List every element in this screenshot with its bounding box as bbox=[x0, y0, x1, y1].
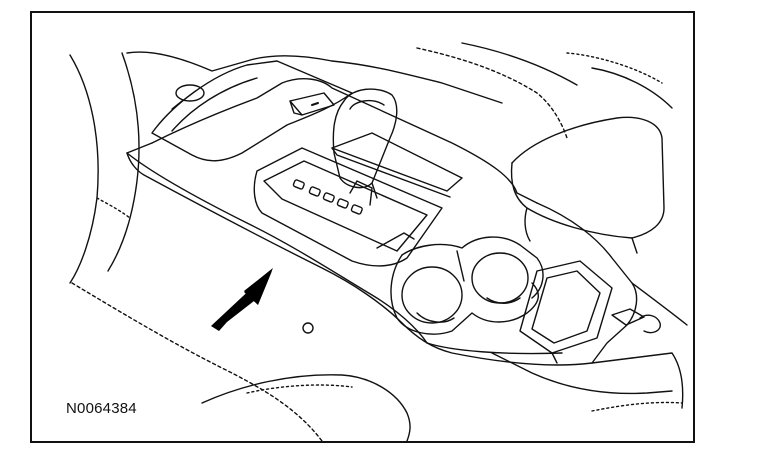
floor-lines bbox=[71, 282, 683, 441]
rear-dashboard bbox=[126, 42, 578, 139]
gear-indicator-slots bbox=[292, 179, 363, 215]
armrest bbox=[510, 52, 673, 254]
console-line-drawing bbox=[69, 42, 688, 441]
storage-tray bbox=[151, 60, 353, 162]
rear-vent bbox=[611, 308, 661, 334]
cupholders bbox=[390, 236, 544, 335]
figure-id-label: N0064384 bbox=[66, 400, 137, 417]
gear-shifter bbox=[253, 88, 463, 267]
console-body bbox=[126, 77, 688, 409]
left-seat bbox=[69, 52, 140, 284]
callout-arrow bbox=[211, 268, 273, 331]
figure-frame: N0064384 bbox=[30, 11, 695, 443]
console-switch bbox=[289, 92, 335, 116]
storage-bin bbox=[519, 260, 613, 364]
